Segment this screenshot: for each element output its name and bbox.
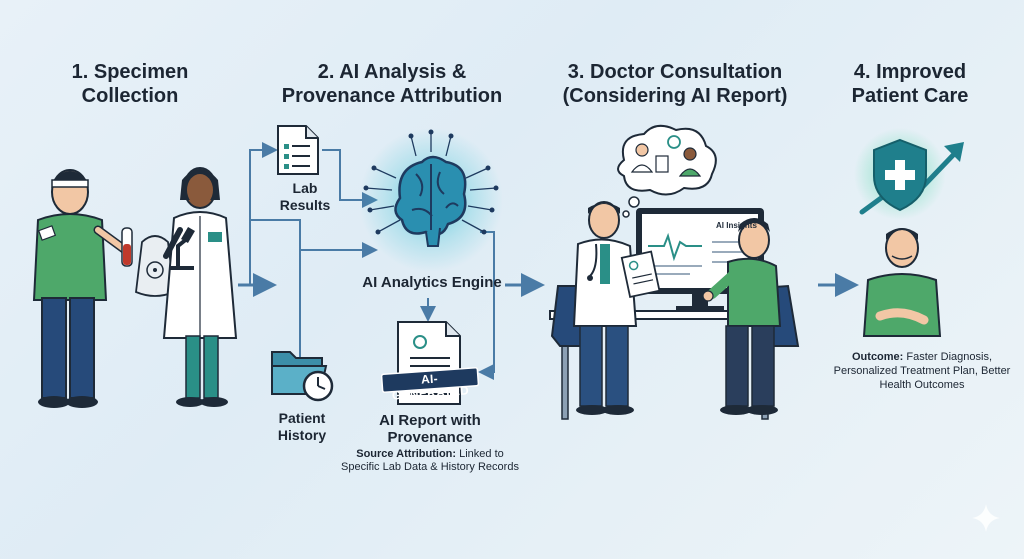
patient-figure [32, 169, 133, 408]
source-attribution-note: Source Attribution: Linked to Specific L… [340, 448, 520, 474]
clock-icon [302, 370, 334, 402]
sparkle-icon [972, 504, 1000, 532]
specimen-collection-illustration [32, 167, 238, 408]
shield-icon [873, 138, 927, 212]
ai-report-label: AI Report with Provenance [379, 412, 481, 446]
ai-brain-engine-icon [359, 128, 503, 272]
improved-care-illustration [854, 128, 964, 337]
source-attribution-text: Linked to Specific Lab Data & History Re… [341, 448, 519, 473]
mini-patient-icon [678, 147, 702, 177]
lab-results-document-icon [277, 125, 319, 175]
thought-bubble-icon [617, 124, 717, 218]
ai-engine-label: AI Analytics Engine [362, 274, 502, 291]
step-4-title: 4. Improved Patient Care [851, 61, 969, 107]
source-attribution-heading: Source Attribution: [356, 448, 457, 460]
patient-history-label: Patient History [277, 410, 327, 443]
outcome-heading: Outcome: [852, 351, 904, 363]
consult-patient-figure [702, 218, 800, 415]
healthy-patient-figure [862, 228, 942, 337]
outcome-text: Faster Diagnosis, Personalized Treatment… [833, 351, 1011, 391]
ai-insights-label: AI Insights [716, 221, 757, 230]
lab-results-label: Lab Results [279, 180, 331, 213]
connector-to-lab-results [249, 142, 278, 285]
step-1-title: 1. Specimen Collection [71, 61, 189, 107]
ai-report-document-icon [380, 321, 480, 405]
patient-history-folder-icon [271, 351, 334, 402]
step-3-title: 3. Doctor Consultation (Considering AI R… [562, 61, 788, 107]
test-tube-icon [121, 227, 133, 267]
doctor-figure [550, 201, 638, 415]
outcome-note: Outcome: Faster Diagnosis, Personalized … [832, 350, 1012, 392]
connector-lab-to-engine [322, 149, 378, 208]
step-2-title: 2. AI Analysis & Provenance Attribution [281, 61, 503, 107]
mini-doctor-icon [630, 143, 654, 173]
microscope-icon [170, 226, 195, 270]
lab-technician-figure [162, 167, 238, 407]
doctor-consultation-illustration [549, 201, 800, 420]
connector-to-patient-history [249, 219, 301, 370]
